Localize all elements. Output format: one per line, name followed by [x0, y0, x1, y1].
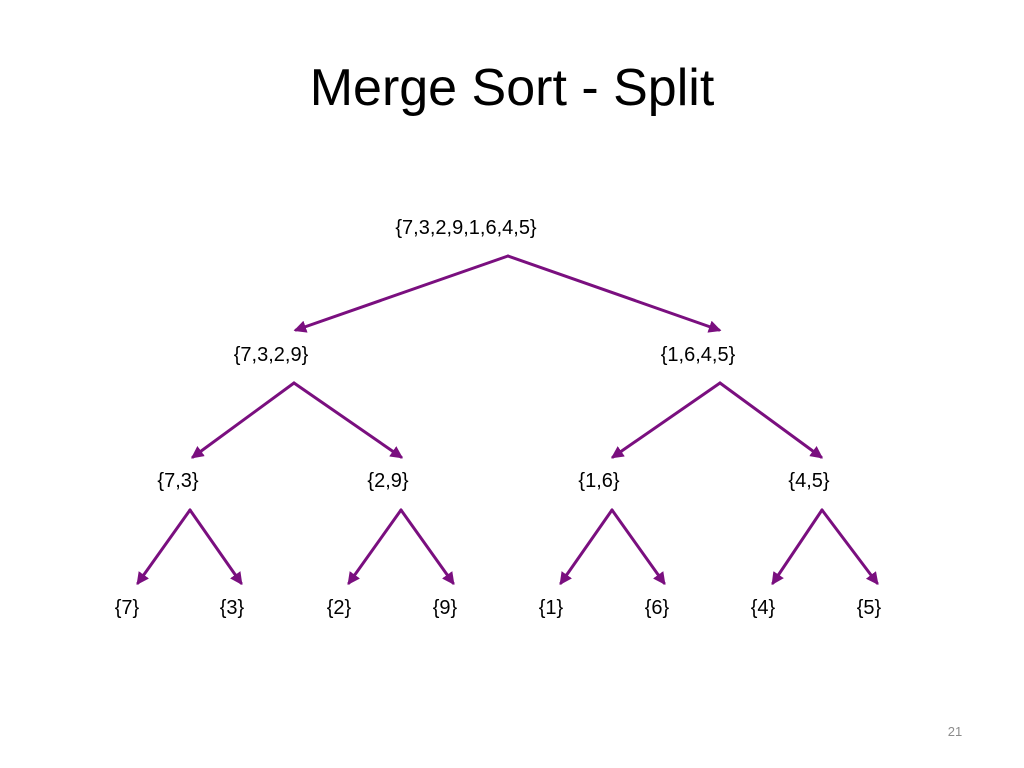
node-1645: {1,6,4,5} [661, 344, 736, 366]
arrow-45-to-5 [820, 508, 879, 586]
arrow-root-to-right [506, 254, 722, 333]
arrow-root-to-left [293, 254, 510, 333]
arrows-level2 [136, 508, 879, 586]
slide-title: Merge Sort - Split [309, 59, 715, 117]
arrow-29-to-9 [399, 508, 455, 586]
arrow-16-to-6 [610, 508, 666, 586]
arrow-73-to-3 [188, 508, 243, 586]
arrow-45-to-4 [771, 508, 824, 586]
node-6: {6} [645, 597, 670, 619]
node-4: {4} [751, 597, 776, 619]
arrow-73-to-7 [136, 508, 192, 586]
arrow-1645-to-45 [718, 381, 824, 459]
arrow-29-to-2 [347, 508, 403, 586]
arrow-16-to-1 [559, 508, 614, 586]
node-45: {4,5} [788, 470, 829, 492]
node-1: {1} [539, 597, 564, 619]
node-3: {3} [220, 597, 245, 619]
arrow-7329-to-73 [190, 381, 296, 459]
arrow-7329-to-29 [292, 381, 404, 459]
node-16: {1,6} [578, 470, 619, 492]
node-7329: {7,3,2,9} [234, 344, 309, 366]
node-7: {7} [115, 597, 140, 619]
arrow-1645-to-16 [610, 381, 722, 459]
node-29: {2,9} [367, 470, 408, 492]
arrows-level1 [190, 381, 824, 459]
arrows-level0 [293, 254, 722, 333]
node-2: {2} [327, 597, 352, 619]
node-73: {7,3} [157, 470, 198, 492]
node-root: {7,3,2,9,1,6,4,5} [395, 217, 537, 239]
node-5: {5} [857, 597, 882, 619]
node-9: {9} [433, 597, 458, 619]
page-number: 21 [947, 724, 963, 739]
